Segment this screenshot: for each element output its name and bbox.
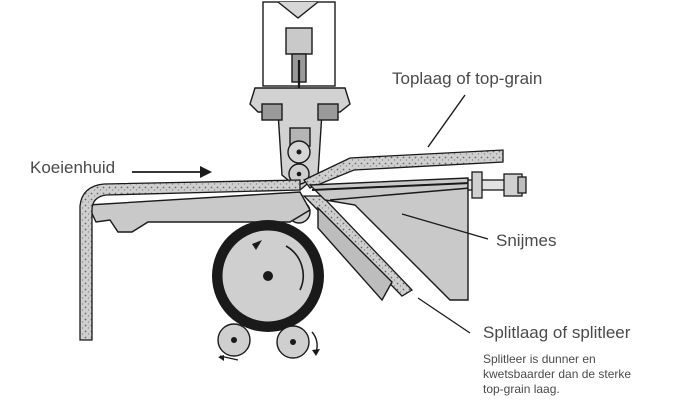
note-line: Splitleer is dunner en (483, 352, 596, 366)
note-line: top-grain laag. (483, 382, 560, 396)
top-roller (287, 140, 311, 164)
split-leather-note: Splitleer is dunner en kwetsbaarder dan … (483, 352, 631, 397)
knife-leader (401, 213, 489, 240)
press-column (262, 1, 336, 140)
split-layer-label: Splitlaag of splitleer (483, 323, 631, 342)
cowhide-label: Koeienhuid (30, 158, 116, 177)
knife-frame (308, 177, 471, 302)
knife-label: Snijmes (496, 231, 557, 250)
support-roller-left (217, 323, 251, 361)
adjustment-screw (467, 171, 527, 199)
top-grain-strip (303, 149, 504, 189)
cowhide-strip (79, 179, 301, 341)
top-layer-label: Toplaag of top-grain (392, 69, 543, 88)
split-layer-leader (417, 297, 471, 334)
support-roller-right (276, 325, 320, 359)
note-line: kwetsbaarder dan de sterke (483, 367, 632, 381)
drive-drum (212, 220, 324, 332)
top-layer-leader (427, 94, 466, 148)
cowhide-arrow (132, 166, 212, 178)
